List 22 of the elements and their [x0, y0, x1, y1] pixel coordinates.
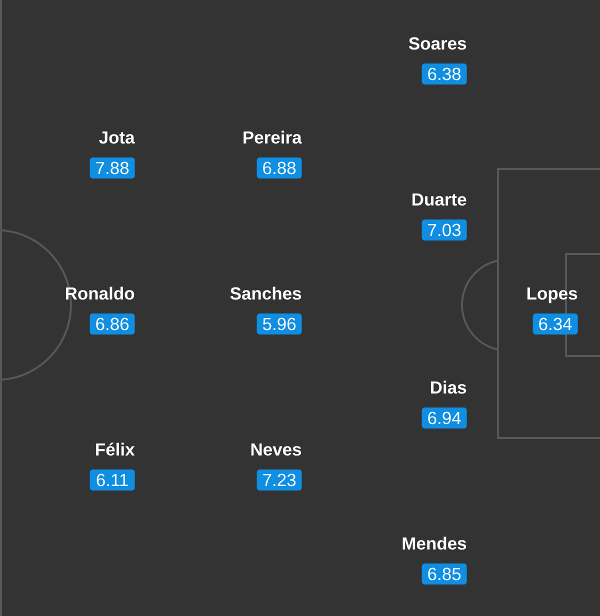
player-name: Mendes: [402, 536, 466, 550]
player-name: Lopes: [527, 287, 578, 304]
rating-badge: 6.94: [422, 408, 467, 428]
player-name: Sanches: [230, 286, 302, 300]
player-name: Duarte: [412, 193, 466, 206]
player-name: Félix: [96, 442, 135, 456]
rating-badge: 7.23: [256, 470, 302, 490]
player-name: Neves: [251, 443, 302, 456]
player-name: Jota: [99, 131, 135, 144]
rating-badge: 6.38: [422, 64, 467, 84]
player-name: Pereira: [244, 130, 302, 144]
player-name: Dias: [431, 380, 466, 394]
rating-badge: 7.88: [90, 158, 135, 178]
rating-badge: 7.03: [422, 220, 467, 240]
rating-badge: 6.86: [90, 314, 135, 334]
rating-badge: 6.34: [532, 314, 578, 334]
rating-badge: 5.96: [256, 314, 302, 334]
rating-badge: 6.85: [422, 564, 467, 584]
player-name: Ronaldo: [66, 286, 134, 300]
rating-badge: 6.11: [90, 470, 135, 490]
player-name: Soares: [408, 37, 466, 50]
rating-badge: 6.88: [256, 158, 302, 178]
